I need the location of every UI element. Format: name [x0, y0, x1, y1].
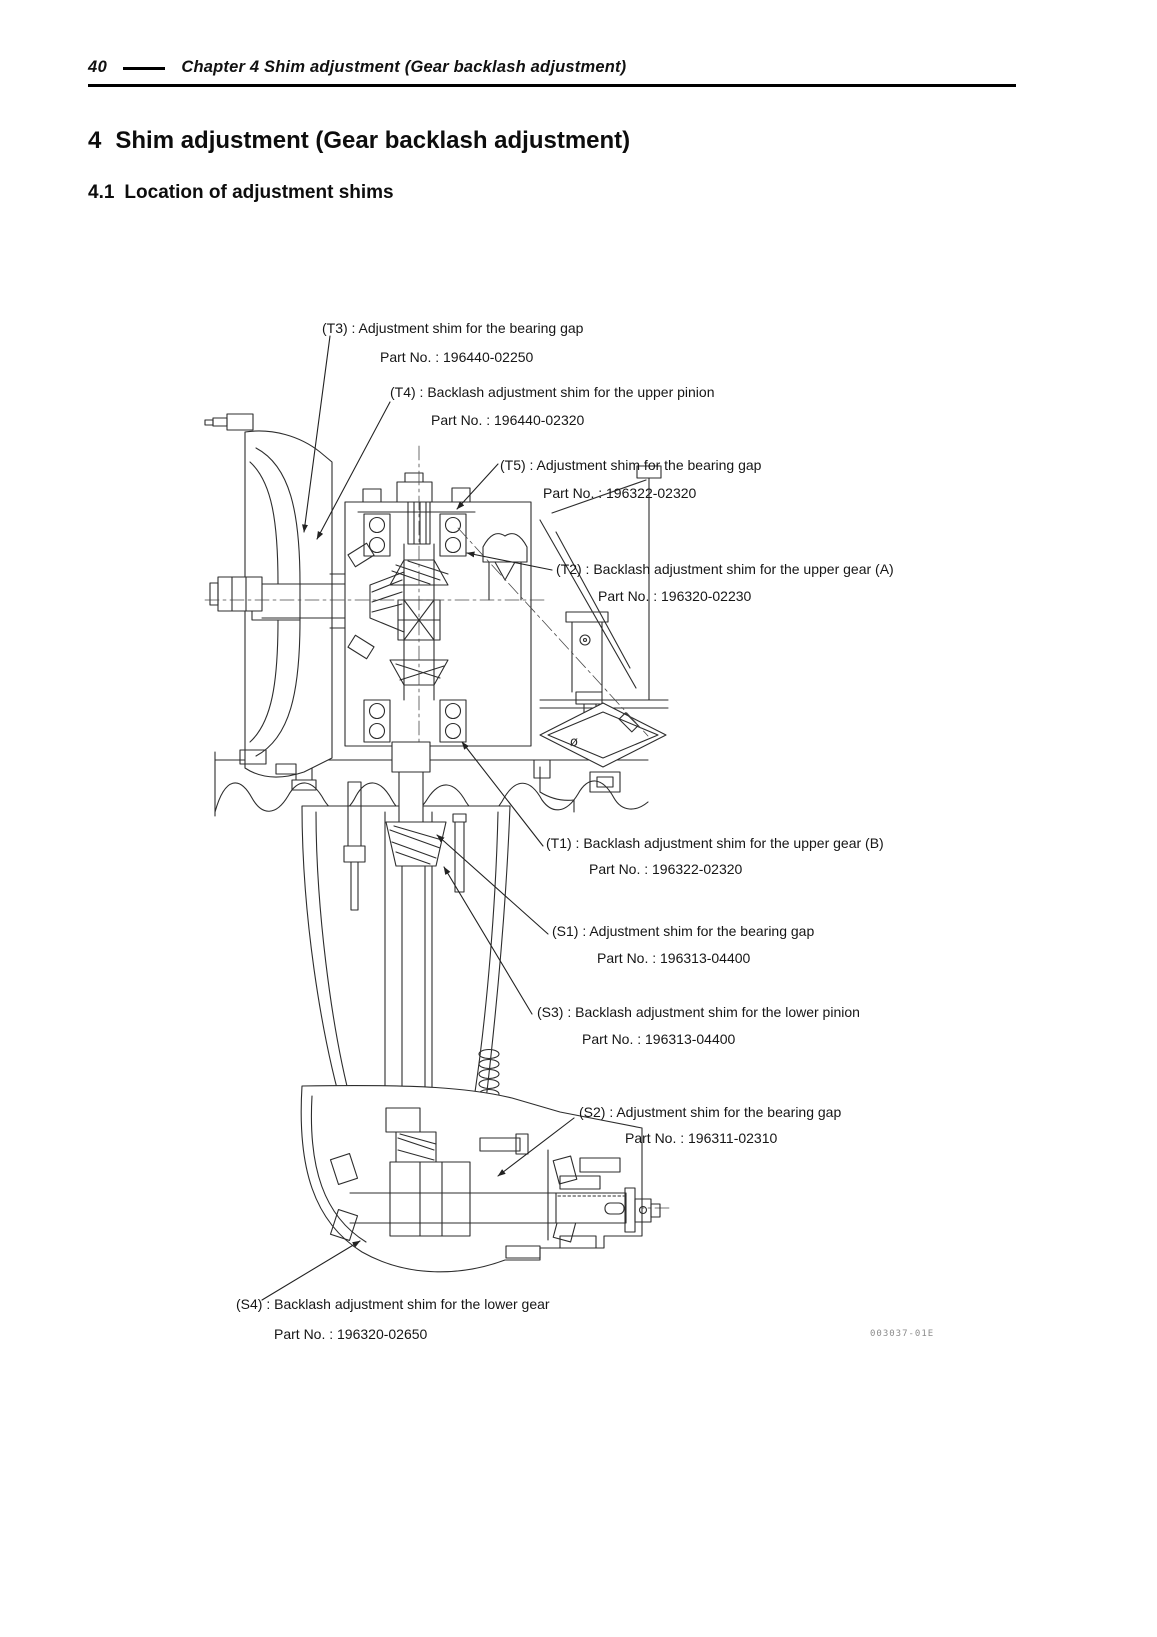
callout-part-number: Part No. : 196440-02250: [380, 349, 534, 365]
callout-label: (T2) : Backlash adjustment shim for the …: [556, 561, 894, 577]
right-mount-bracket: ø: [539, 465, 669, 813]
callout-part-number: Part No. : 196322-02320: [589, 861, 743, 877]
callout-label: (T3) : Adjustment shim for the bearing g…: [322, 320, 584, 336]
callout-s3: (S3) : Backlash adjustment shim for the …: [537, 1004, 860, 1047]
page-number: 40: [88, 58, 108, 76]
callout-part-number: Part No. : 196322-02320: [543, 485, 697, 501]
callout-label: (S4) : Backlash adjustment shim for the …: [236, 1296, 550, 1312]
header-chapter-title: Chapter 4 Shim adjustment (Gear backlash…: [181, 58, 627, 76]
callout-label: (T1) : Backlash adjustment shim for the …: [546, 835, 884, 851]
callout-part-number: Part No. : 196440-02320: [431, 412, 585, 428]
callout-s2: (S2) : Adjustment shim for the bearing g…: [579, 1104, 842, 1146]
callout-t5: (T5) : Adjustment shim for the bearing g…: [500, 457, 762, 501]
svg-text:ø: ø: [570, 735, 578, 750]
callout-label: (S1) : Adjustment shim for the bearing g…: [552, 923, 815, 939]
flywheel-housing: [204, 413, 346, 778]
section-number: 4.1: [88, 182, 115, 203]
callout-t4: (T4) : Backlash adjustment shim for the …: [390, 384, 715, 428]
callout-label: (T5) : Adjustment shim for the bearing g…: [500, 457, 762, 473]
callout-t1: (T1) : Backlash adjustment shim for the …: [546, 835, 884, 877]
callout-t3: (T3) : Adjustment shim for the bearing g…: [322, 320, 584, 365]
callout-label: (T4) : Backlash adjustment shim for the …: [390, 384, 715, 400]
chapter-title-text: Shim adjustment (Gear backlash adjustmen…: [115, 127, 631, 154]
drive-leg: [301, 741, 511, 1151]
callout-label: (S2) : Adjustment shim for the bearing g…: [579, 1104, 842, 1120]
callout-s1: (S1) : Adjustment shim for the bearing g…: [552, 923, 815, 966]
page-title: 4 Shim adjustment (Gear backlash adjustm…: [88, 127, 630, 155]
section-title: 4.1 Location of adjustment shims: [88, 182, 394, 204]
callout-leader-lines: [261, 335, 575, 1301]
callout-part-number: Part No. : 196320-02650: [274, 1326, 428, 1342]
callout-part-number: Part No. : 196320-02230: [598, 588, 752, 604]
callout-label: (S3) : Backlash adjustment shim for the …: [537, 1004, 860, 1020]
header-rule: [88, 84, 1016, 87]
propeller-shaft: [555, 1187, 661, 1233]
upper-gear-case: [329, 472, 532, 747]
callout-part-number: Part No. : 196313-04400: [597, 950, 751, 966]
page-header: 40 Chapter 4 Shim adjustment (Gear backl…: [88, 58, 626, 77]
callout-s4: (S4) : Backlash adjustment shim for the …: [236, 1296, 550, 1342]
callout-part-number: Part No. : 196311-02310: [625, 1130, 778, 1146]
callout-t2: (T2) : Backlash adjustment shim for the …: [556, 561, 894, 604]
header-dash-rule: [123, 67, 166, 70]
section-title-text: Location of adjustment shims: [124, 182, 394, 203]
figure-document-code: 003037-01E: [870, 1329, 935, 1339]
callout-part-number: Part No. : 196313-04400: [582, 1031, 736, 1047]
lower-gear-case: [300, 1084, 643, 1273]
chapter-number: 4: [88, 127, 102, 154]
